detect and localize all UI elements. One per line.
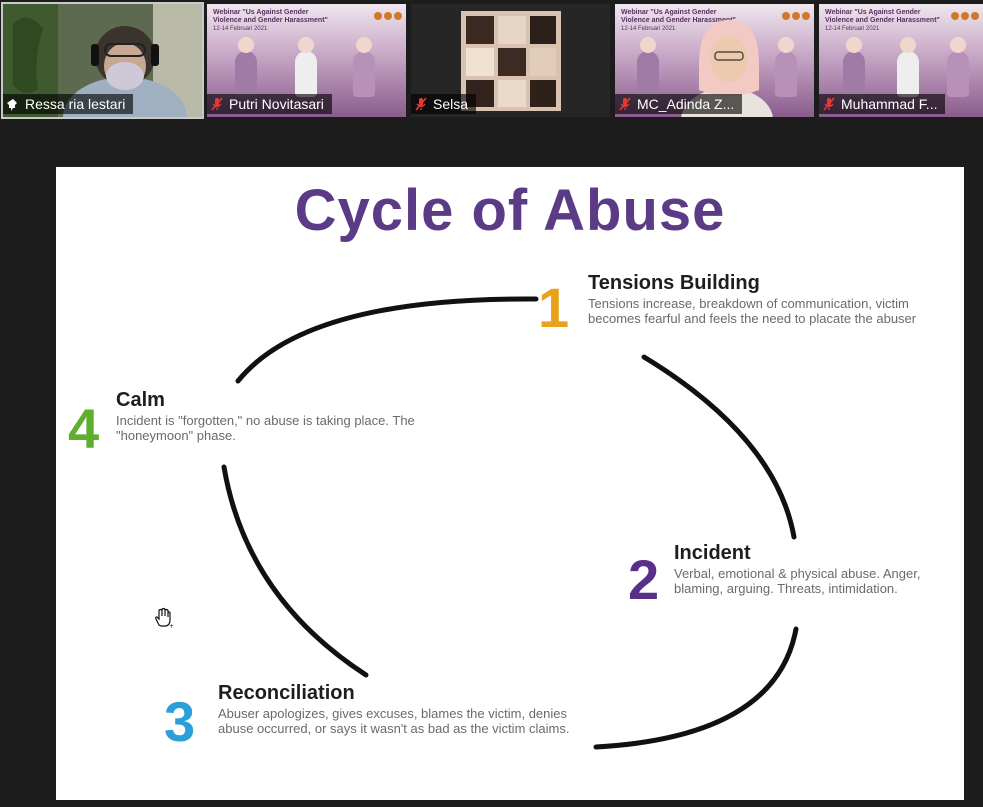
stage-heading: Incident [674,542,751,564]
slide-title: Cycle of Abuse [294,178,726,243]
sponsor-logos [951,12,979,20]
shared-screen-slide[interactable]: Cycle of Abuse 1 Tensions Building Tensi… [56,167,964,800]
participant-video [3,4,202,117]
participant-tile-ressa[interactable]: Ressa ria lestari [1,2,204,119]
participant-name: Muhammad F... [841,96,938,112]
participant-name-tag: Muhammad F... [819,94,946,114]
poster-figure [775,37,797,97]
poster-title: Webinar "Us Against Gender Violence and … [213,9,328,24]
svg-text:+: + [169,623,174,629]
poster-figure [637,37,659,97]
stage-description: Tensions increase, breakdown of communic… [588,296,917,326]
poster-figure [947,37,969,97]
participant-strip: Ressa ria lestari Webinar "Us Against Ge… [0,0,983,120]
poster-title: Webinar "Us Against Gender Violence and … [825,9,940,24]
poster-date: 12-14 Februari 2021 [621,26,676,32]
participant-tile-muhammad[interactable]: Webinar "Us Against Gender Violence and … [819,4,983,117]
stage-calm: 4 Calm Incident is "forgotten," no abuse… [68,389,448,469]
pin-icon [7,97,19,111]
mic-muted-icon [823,97,835,111]
stage-tensions-building: 1 Tensions Building Tensions increase, b… [538,272,958,362]
participant-tile-adinda[interactable]: Webinar "Us Against Gender Violence and … [615,4,814,117]
arc-incident-to-reconciliation [593,626,799,750]
mic-muted-icon [415,97,427,111]
arc-tension-to-incident [641,354,797,540]
poster-figure [353,37,375,97]
arc-reconciliation-to-calm [221,464,369,678]
participant-name: MC_Adinda Z... [637,96,735,112]
stage-number: 4 [68,397,100,460]
poster-title: Webinar "Us Against Gender Violence and … [621,9,736,24]
stage-number: 1 [538,276,570,339]
mic-muted-icon [619,97,631,111]
stage-reconciliation: 3 Reconciliation Abuser apologizes, give… [164,682,584,782]
participant-name-tag: Putri Novitasari [207,94,332,114]
participant-name-tag: Selsa [411,94,477,114]
stage-incident: 2 Incident Verbal, emotional & physical … [628,542,964,632]
stage-heading: Tensions Building [588,272,760,294]
stage-number: 2 [628,548,660,611]
poster-date: 12-14 Februari 2021 [825,26,880,32]
stage-description: Verbal, emotional & physical abuse. Ange… [674,566,921,596]
stage-description: Incident is "forgotten," no abuse is tak… [116,413,415,443]
cycle-arrows [221,296,799,750]
stage-heading: Calm [116,389,165,411]
participant-name-tag: MC_Adinda Z... [615,94,743,114]
stage-heading: Reconciliation [218,682,355,704]
poster-figure [897,37,919,97]
sponsor-logos [374,12,402,20]
poster-figure [295,37,317,97]
participant-tile-putri[interactable]: Webinar "Us Against Gender Violence and … [207,4,406,117]
participant-name: Ressa ria lestari [25,96,126,112]
poster-figure [843,37,865,97]
mic-muted-icon [211,97,223,111]
participant-name: Putri Novitasari [229,96,324,112]
stage-description: Abuser apologizes, gives excuses, blames… [218,706,570,736]
hand-cursor-icon: + [155,607,174,629]
participant-name-tag: Ressa ria lestari [3,94,134,114]
sponsor-logos [782,12,810,20]
poster-figure [235,37,257,97]
participant-name: Selsa [433,96,469,112]
profile-photo [461,11,561,111]
stage-number: 3 [164,690,196,753]
arc-calm-to-tension [235,296,539,384]
participant-tile-selsa[interactable]: Selsa [411,4,610,117]
poster-date: 12-14 Februari 2021 [213,26,268,32]
